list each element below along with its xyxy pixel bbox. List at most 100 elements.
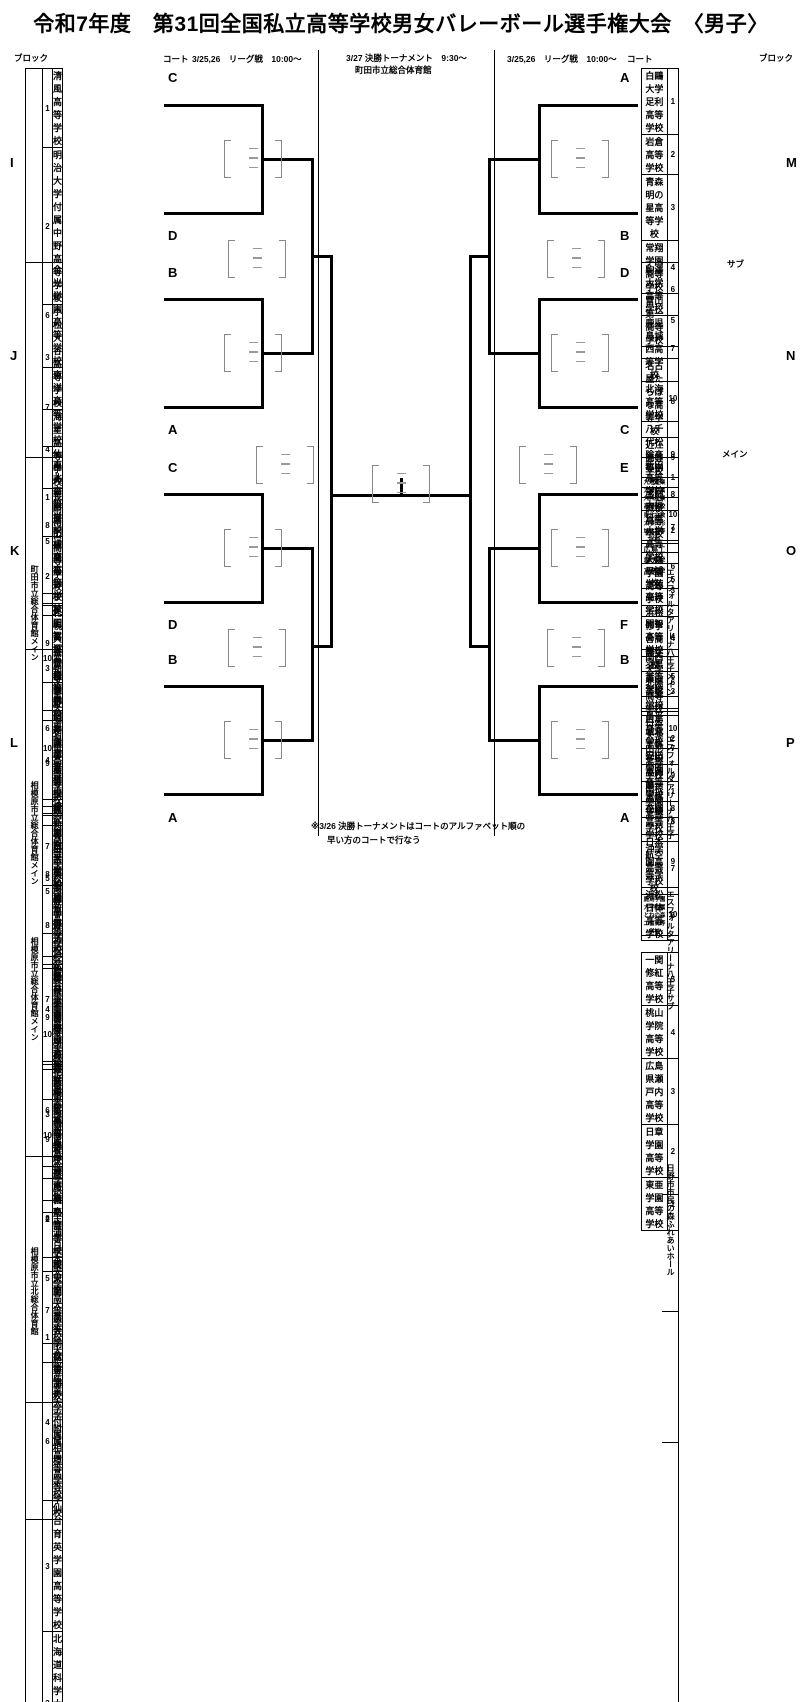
team-name: 東洋高等学校	[52, 368, 62, 447]
table-row[interactable]: 2北海道科学大学高等学校	[43, 1632, 63, 1702]
tournament-bracket-page: 令和7年度 第31回全国私立高等学校男女バレーボール選手権大会 〈男子〉 ブロッ…	[0, 0, 802, 851]
seed-number: 6	[667, 650, 678, 716]
court-label-K-bottom: D	[168, 617, 177, 632]
score-bracket-right	[602, 721, 609, 759]
bracket-join-left-semi	[330, 255, 333, 648]
score-box-L	[224, 721, 282, 757]
team-name: 日本大学山形高等学校	[642, 716, 668, 782]
divider-left	[318, 50, 319, 836]
bracket-line-I-top	[164, 104, 264, 107]
court-label-M-top: A	[620, 70, 629, 85]
bracket-line-right-semi-up	[469, 255, 491, 258]
team-name: 浜松日体高等学校	[642, 888, 668, 941]
header-final-round: 3/27 決勝トーナメント 9:30〜	[346, 52, 467, 64]
score-bracket-right	[602, 334, 609, 372]
team-name: 近畿大学附属高等学校	[52, 1070, 62, 1201]
team-name: 東北高等学校	[52, 458, 62, 537]
bracket-line-P-bottom	[538, 793, 638, 796]
caption-main: メイン	[722, 448, 748, 460]
court-label-P-top: B	[620, 652, 629, 667]
block-letter-P: P	[786, 735, 795, 750]
bracket-line-MN-dn	[488, 352, 541, 355]
team-name: 大垣日本大学高等学校	[642, 498, 668, 564]
score-box-J	[224, 334, 282, 370]
seed-number: 1	[43, 69, 53, 148]
block-letter-O: O	[786, 543, 796, 558]
score-box-P	[551, 721, 609, 757]
score-bracket-right	[275, 529, 282, 567]
team-name: 金光学園高等学校	[52, 263, 62, 368]
team-name: 関根学園高等学校	[642, 782, 668, 835]
score-dashes	[372, 465, 430, 501]
score-box-MN	[547, 240, 605, 276]
score-bracket-right	[602, 140, 609, 178]
table-gap	[43, 1201, 63, 1213]
gap-cell	[667, 941, 678, 953]
score-dashes	[551, 529, 609, 565]
seed-number: 9	[667, 835, 678, 888]
seed-number: 1	[43, 458, 53, 537]
bracket-line-MN-up	[488, 158, 541, 161]
team-name: 桃山学院高等学校	[642, 1006, 668, 1059]
seed-number: 7	[667, 316, 678, 382]
bracket-line-K-bottom	[164, 601, 264, 604]
court-label-I-top: C	[168, 70, 177, 85]
seed-number: 2	[43, 537, 53, 616]
venue-text: 相模原市立北総合体育館	[30, 1247, 38, 1335]
score-bracket-right	[275, 334, 282, 372]
block-letter-N: N	[786, 348, 795, 363]
bracket-line-OP-dn	[488, 739, 541, 742]
gap-cell	[43, 1201, 53, 1213]
score-dashes	[224, 721, 282, 757]
team-name: 広島県瀬戸内高等学校	[642, 1059, 668, 1125]
header-final-venue: 町田市立総合体育館	[355, 64, 432, 76]
divider-right	[494, 50, 495, 836]
score-box-OP	[547, 629, 605, 665]
score-dashes	[228, 629, 286, 665]
seed-number: 5	[43, 1213, 53, 1344]
seed-number: 2	[667, 498, 678, 564]
seed-number: 3	[667, 175, 678, 241]
bracket-line-O-bottom	[538, 601, 638, 604]
team-name: 青森明の星高等学校	[642, 175, 668, 241]
block-letter-J: J	[10, 348, 17, 363]
team-name: 駒澤大学高等学校	[642, 263, 668, 316]
page-title: 令和7年度 第31回全国私立高等学校男女バレーボール選手権大会 〈男子〉	[0, 8, 802, 38]
team-name: 三浦学苑高等学校	[642, 564, 668, 617]
seed-number: 4	[667, 1006, 678, 1059]
bracket-line-L-top	[164, 685, 264, 688]
bracket-line-M-top	[538, 104, 638, 107]
